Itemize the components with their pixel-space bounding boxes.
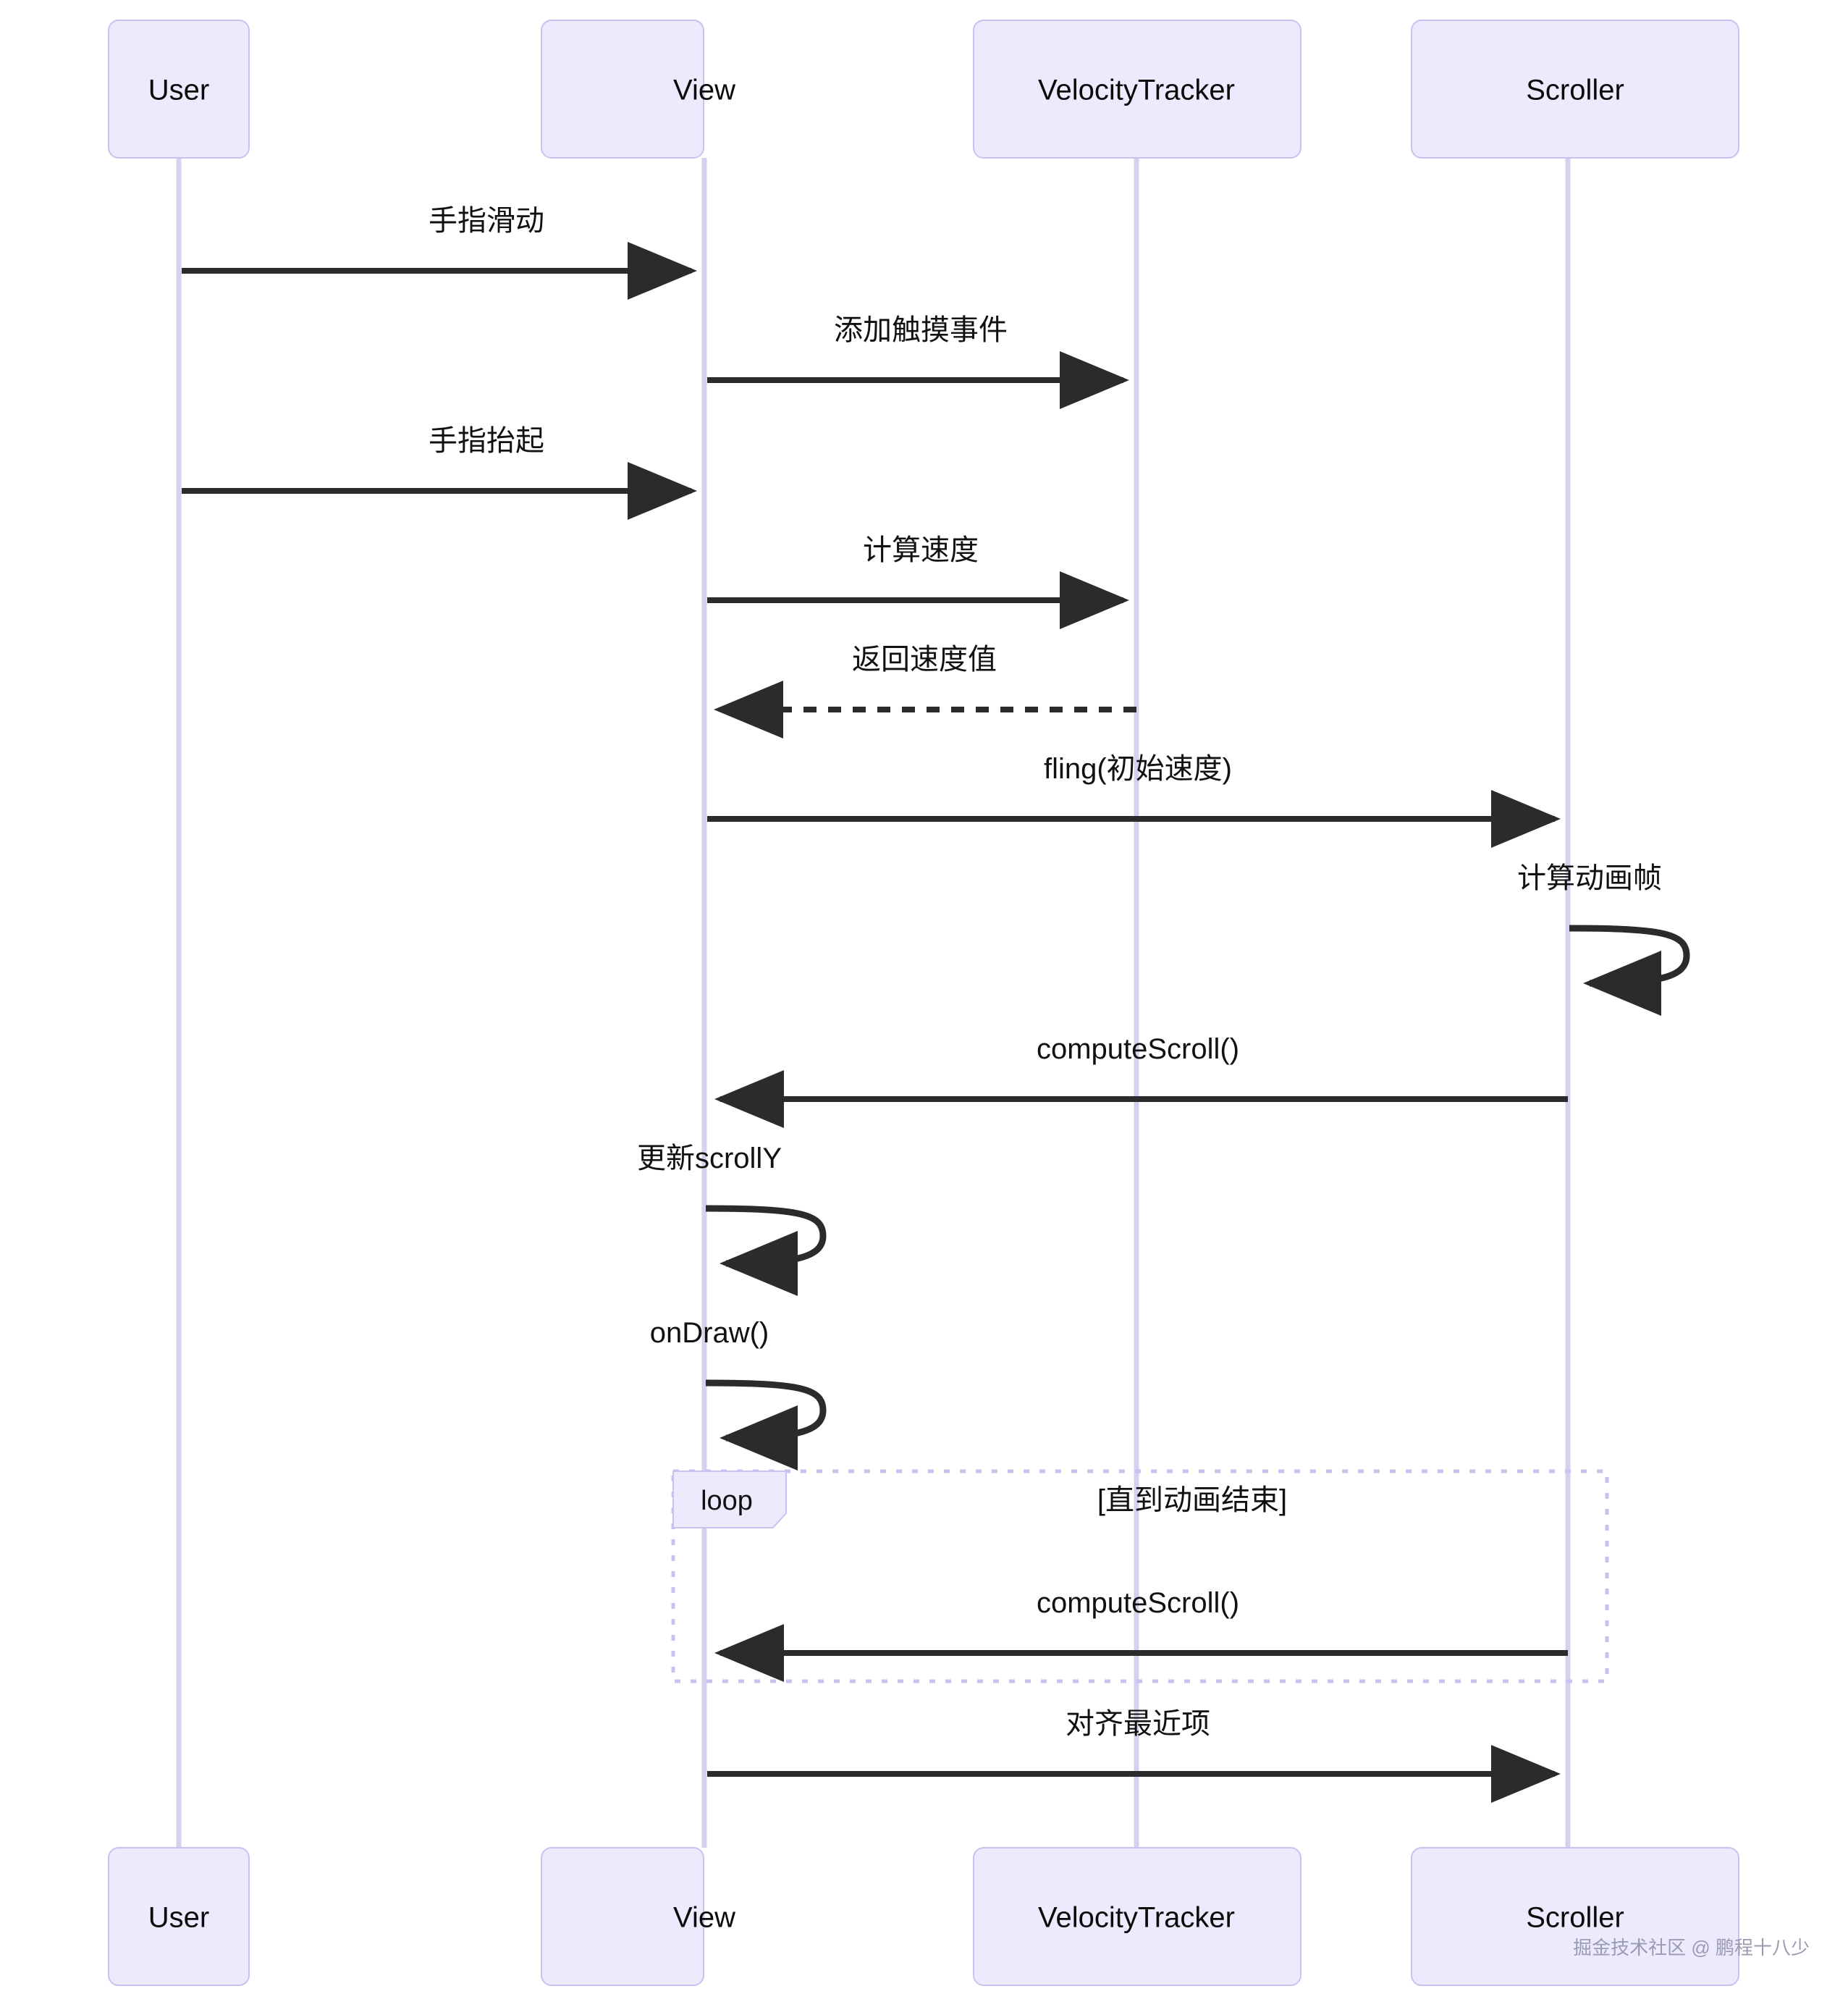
message-4[interactable]: 返回速度值 bbox=[714, 644, 1136, 739]
message-label-6: 计算动画帧 bbox=[1517, 862, 1662, 894]
message-label-3: 计算速度 bbox=[863, 534, 979, 566]
participant-header-view[interactable]: View bbox=[541, 20, 735, 159]
message-9[interactable]: onDraw() bbox=[650, 1317, 827, 1471]
participant-footer-label-scroller: Scroller bbox=[1526, 1902, 1624, 1934]
loop-fragment-tag-label: loop bbox=[701, 1486, 753, 1516]
participant-header-velocitytracker[interactable]: VelocityTracker bbox=[973, 20, 1301, 159]
participant-label-user: User bbox=[148, 75, 209, 106]
message-2[interactable]: 手指抬起 bbox=[182, 425, 697, 520]
participant-header-user[interactable]: User bbox=[108, 20, 250, 159]
participant-header-scroller[interactable]: Scroller bbox=[1411, 20, 1739, 159]
message-6[interactable]: 计算动画帧 bbox=[1517, 862, 1690, 1016]
message-0[interactable]: 手指滑动 bbox=[182, 205, 697, 300]
message-selfloop-6 bbox=[1569, 925, 1690, 1016]
participant-footer-view[interactable]: View bbox=[541, 1847, 735, 1986]
message-label-1: 添加触摸事件 bbox=[834, 314, 1008, 346]
message-label-7: computeScroll() bbox=[1037, 1033, 1239, 1065]
watermark-text: 掘金技术社区 @ 鹏程十八少 bbox=[1573, 1937, 1810, 1959]
message-label-10: computeScroll() bbox=[1037, 1587, 1239, 1619]
message-5[interactable]: fling(初始速度) bbox=[707, 753, 1561, 848]
participant-footer-label-view: View bbox=[673, 1902, 735, 1934]
message-label-11: 对齐最近项 bbox=[1066, 1708, 1210, 1740]
message-label-8: 更新scrollY bbox=[637, 1143, 782, 1174]
participant-label-view: View bbox=[673, 75, 735, 106]
message-selfloop-8 bbox=[705, 1205, 827, 1296]
participant-footer-label-user: User bbox=[148, 1902, 209, 1934]
message-11[interactable]: 对齐最近项 bbox=[707, 1708, 1561, 1803]
loop-fragment-box bbox=[671, 1469, 1609, 1683]
message-label-4: 返回速度值 bbox=[852, 644, 997, 676]
message-8[interactable]: 更新scrollY bbox=[637, 1143, 827, 1296]
participant-footer-velocitytracker[interactable]: VelocityTracker bbox=[973, 1847, 1301, 1986]
message-7[interactable]: computeScroll() bbox=[714, 1033, 1568, 1128]
message-label-2: 手指抬起 bbox=[429, 425, 544, 457]
loop-fragment-condition: [直到动画结束] bbox=[1097, 1484, 1287, 1516]
participant-label-velocitytracker: VelocityTracker bbox=[1038, 75, 1235, 106]
message-label-0: 手指滑动 bbox=[429, 205, 544, 237]
message-10[interactable]: computeScroll() bbox=[714, 1587, 1568, 1682]
message-1[interactable]: 添加触摸事件 bbox=[707, 314, 1129, 409]
loop-fragment[interactable]: loop [直到动画结束] computeScroll() bbox=[671, 1469, 1609, 1683]
participant-footer-scroller[interactable]: Scroller bbox=[1411, 1847, 1739, 1986]
loop-fragment-tag bbox=[672, 1471, 787, 1528]
participant-footer-user[interactable]: User bbox=[108, 1847, 250, 1986]
message-label-9: onDraw() bbox=[650, 1317, 769, 1349]
message-label-5: fling(初始速度) bbox=[1044, 753, 1232, 785]
message-3[interactable]: 计算速度 bbox=[707, 534, 1129, 629]
lifelines bbox=[176, 158, 1571, 1848]
participant-footer-label-velocitytracker: VelocityTracker bbox=[1038, 1902, 1235, 1934]
message-selfloop-9 bbox=[705, 1379, 827, 1471]
participant-label-scroller: Scroller bbox=[1526, 75, 1624, 106]
